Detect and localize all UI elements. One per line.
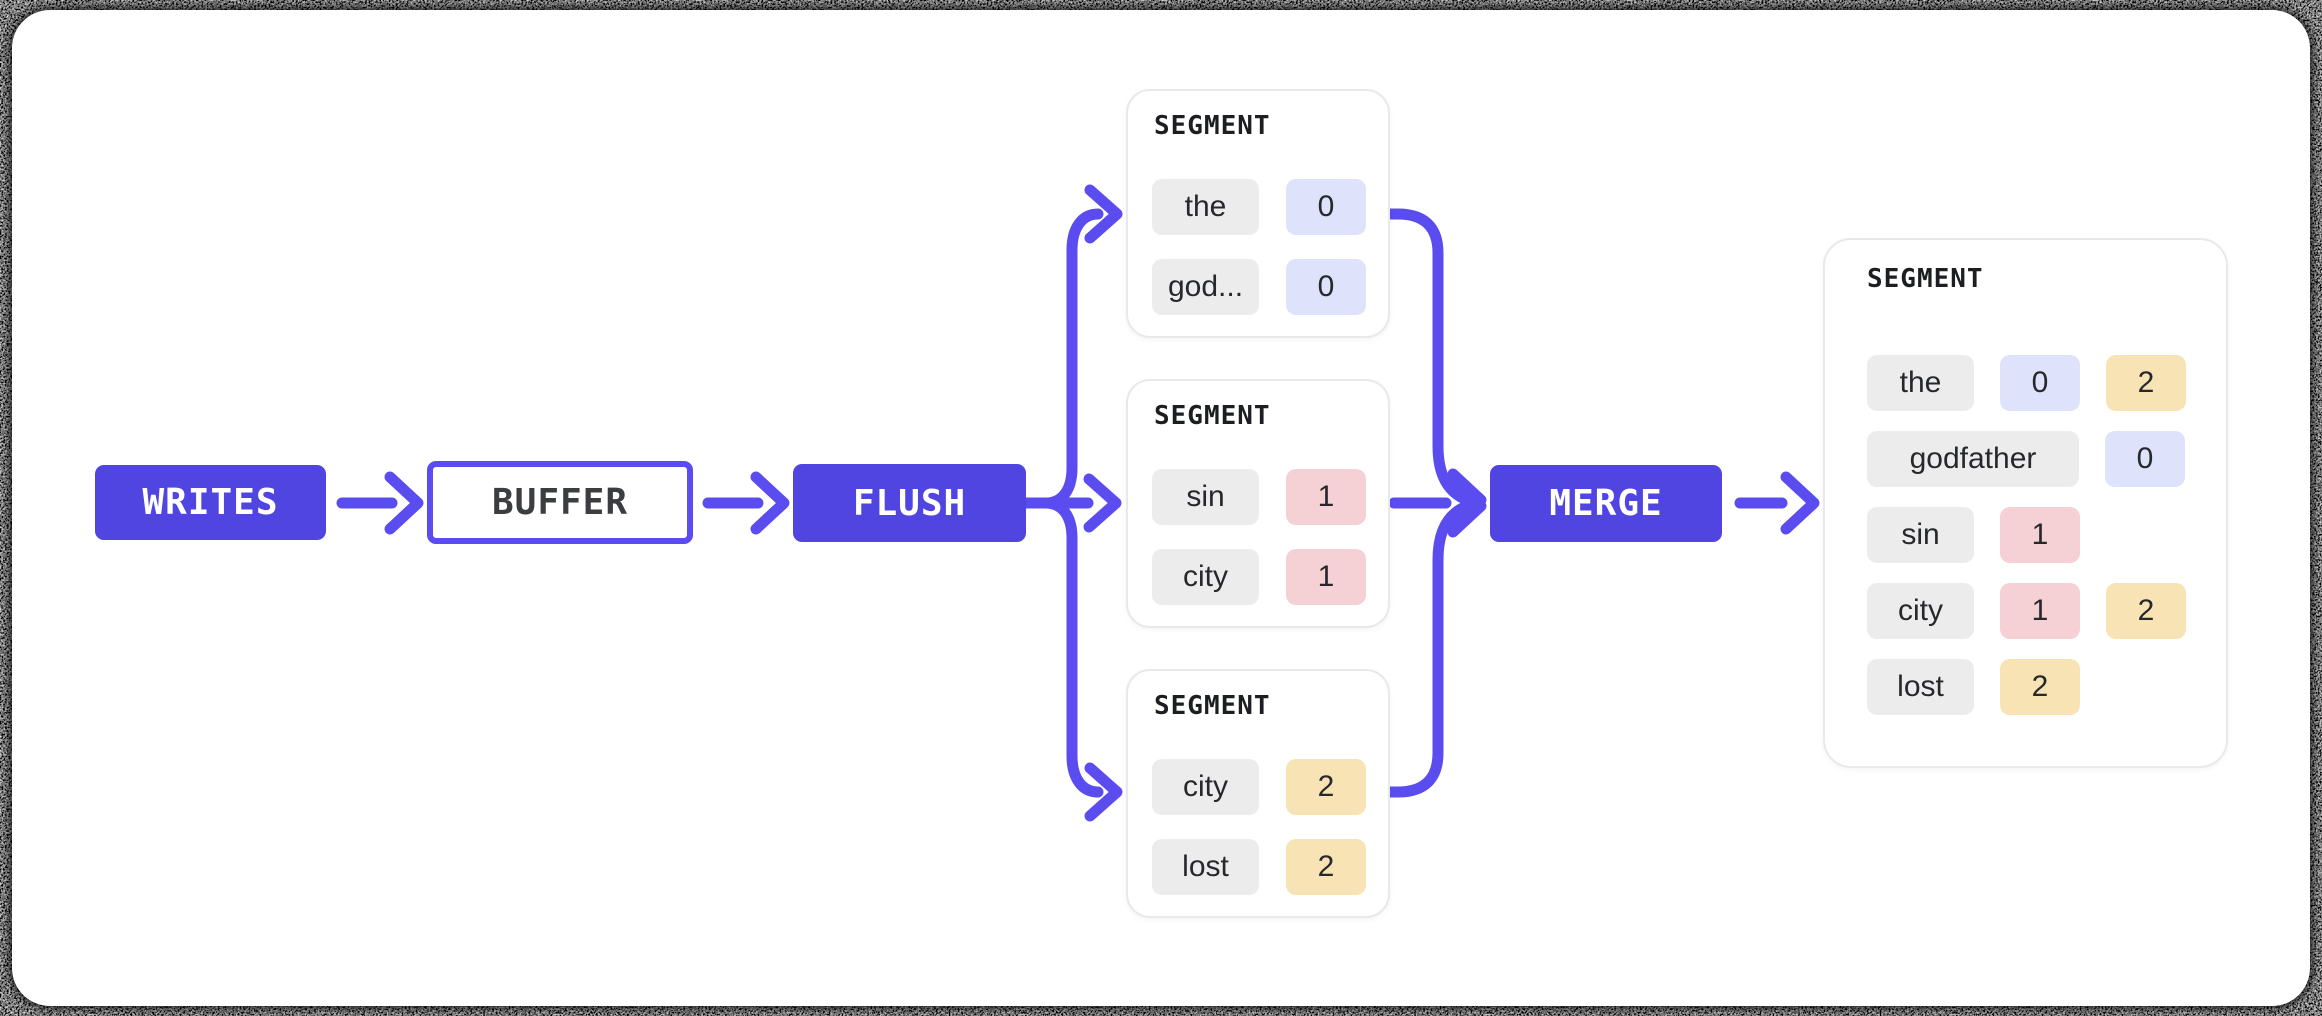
posting-chip: 0	[2105, 431, 2185, 487]
term-row: city 2	[1152, 759, 1366, 815]
posting-chip: 1	[1286, 469, 1366, 525]
node-writes: WRITES	[95, 465, 326, 540]
term-row: the 0	[1152, 179, 1366, 235]
term-row: lost 2	[1152, 839, 1366, 895]
segment-card-1: SEGMENT the 0 god... 0	[1126, 89, 1390, 338]
posting-chip: 2	[1286, 759, 1366, 815]
segment-title: SEGMENT	[1867, 264, 1984, 294]
term-chip: the	[1152, 179, 1259, 235]
term-row: godfather 0	[1867, 431, 2185, 487]
term-chip: the	[1867, 355, 1974, 411]
term-chip: city	[1152, 759, 1259, 815]
term-chip: lost	[1867, 659, 1974, 715]
term-chip: sin	[1152, 469, 1259, 525]
posting-chip: 2	[2106, 355, 2186, 411]
segment-title: SEGMENT	[1154, 401, 1271, 431]
posting-chip: 2	[2106, 583, 2186, 639]
posting-chip: 0	[1286, 179, 1366, 235]
term-row: god... 0	[1152, 259, 1366, 315]
term-row: city 1	[1152, 549, 1366, 605]
term-chip: lost	[1152, 839, 1259, 895]
term-row: the 0 2	[1867, 355, 2186, 411]
posting-chip: 1	[2000, 507, 2080, 563]
term-chip: godfather	[1867, 431, 2079, 487]
term-chip: god...	[1152, 259, 1259, 315]
posting-chip: 1	[1286, 549, 1366, 605]
segment-card-3: SEGMENT city 2 lost 2	[1126, 669, 1390, 918]
segment-card-2: SEGMENT sin 1 city 1	[1126, 379, 1390, 628]
term-chip: city	[1867, 583, 1974, 639]
segment-title: SEGMENT	[1154, 691, 1271, 721]
posting-chip: 1	[2000, 583, 2080, 639]
term-row: city 1 2	[1867, 583, 2186, 639]
node-buffer: BUFFER	[427, 461, 693, 544]
term-row: sin 1	[1152, 469, 1366, 525]
term-chip: city	[1152, 549, 1259, 605]
node-flush: FLUSH	[793, 464, 1026, 542]
posting-chip: 0	[1286, 259, 1366, 315]
term-chip: sin	[1867, 507, 1974, 563]
term-row: sin 1	[1867, 507, 2080, 563]
segment-title: SEGMENT	[1154, 111, 1271, 141]
posting-chip: 2	[2000, 659, 2080, 715]
term-row: lost 2	[1867, 659, 2080, 715]
posting-chip: 0	[2000, 355, 2080, 411]
node-merge: MERGE	[1490, 465, 1722, 542]
posting-chip: 2	[1286, 839, 1366, 895]
merged-segment-card: SEGMENT the 0 2 godfather 0 sin 1 city 1…	[1823, 238, 2228, 768]
